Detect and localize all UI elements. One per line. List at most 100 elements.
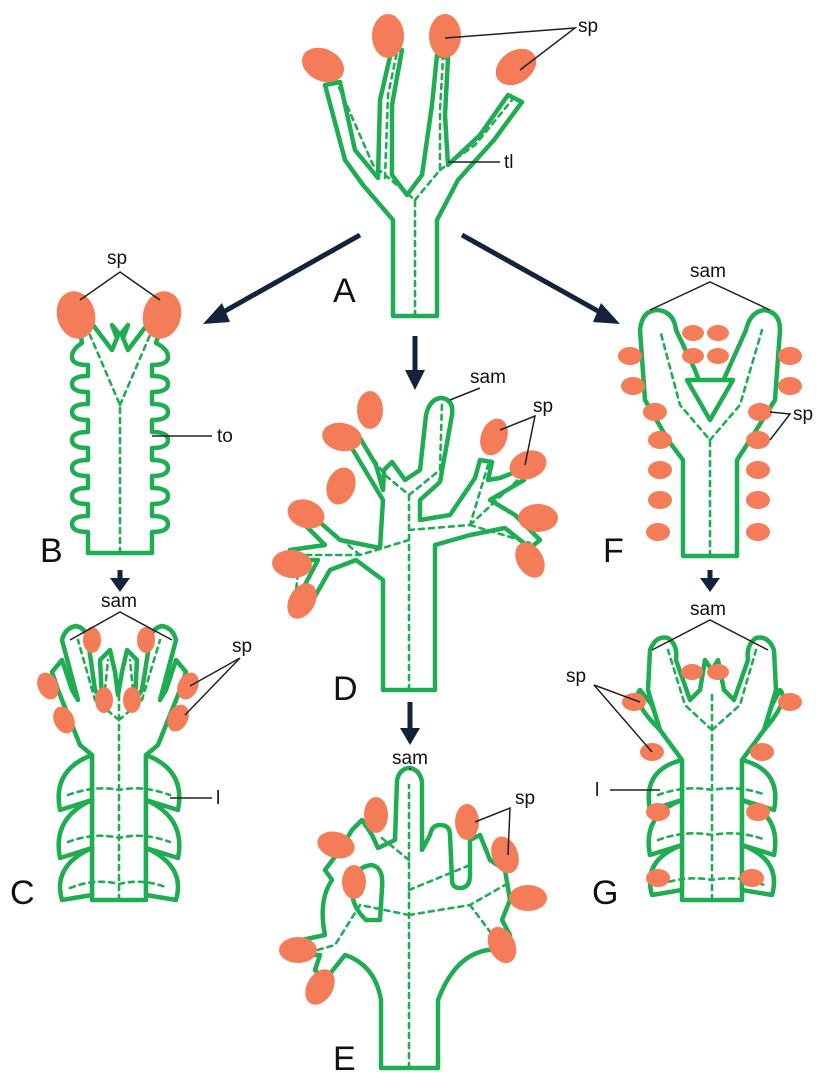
leader-e-sp — [474, 806, 511, 856]
panel-c-sporangium-7 — [177, 672, 199, 700]
leader-g-sam — [651, 619, 769, 651]
label-a-sp: sp — [578, 16, 598, 37]
transition-arrows — [110, 232, 720, 745]
panel-e-sporangium-8 — [509, 885, 547, 911]
panel-f-sporangium-r5 — [746, 461, 770, 479]
leader-g-sp — [593, 684, 653, 753]
panel-f-sporangium-r1 — [778, 347, 802, 365]
label-c-l: l — [216, 788, 220, 809]
panel-c-sporangium-8 — [167, 704, 189, 732]
panel-a-sporangium-1 — [301, 47, 345, 83]
panel-letter-b: B — [40, 532, 63, 570]
panel-c-sporangium-5 — [123, 687, 141, 713]
panel-e-sporangium-9 — [487, 926, 517, 964]
panel-f-sporangium-r4 — [746, 431, 770, 449]
annotations: sp tl sp to sam sp l sam sp sam sp sam s… — [101, 16, 813, 809]
panel-g-sporangium-10 — [740, 869, 764, 887]
panel-c-leaf-right-3 — [143, 845, 181, 903]
arrow-a-to-b — [216, 232, 362, 318]
label-g-sam: sam — [690, 599, 726, 620]
panel-d — [272, 391, 558, 693]
arrow-a-to-b-head — [203, 303, 230, 324]
panel-d-sporangium-1 — [357, 391, 383, 429]
panel-f-inner-notch — [684, 377, 736, 423]
panel-e-sporangium-4 — [279, 937, 317, 963]
leader-a-sp — [444, 27, 578, 71]
panel-a-sporangium-3 — [429, 14, 461, 58]
panel-b-sporangium-right — [142, 291, 182, 339]
label-e-sam: sam — [392, 748, 428, 769]
leader-f-sp — [769, 411, 792, 441]
panel-e-sporangium-7 — [491, 836, 519, 874]
panel-letter-d: D — [333, 670, 358, 708]
arrow-b-to-c-head — [110, 578, 130, 592]
panel-d-sporangium-6 — [287, 583, 317, 619]
panel-c-leaf-right-1 — [143, 752, 182, 813]
panel-g — [622, 635, 802, 903]
panel-c-leaf-left-2 — [56, 797, 95, 861]
panel-c-leaf-traces — [66, 787, 172, 890]
panel-f-vascular-strand — [658, 328, 764, 558]
label-d-sam: sam — [470, 367, 506, 388]
panel-g-sporangium-3 — [622, 693, 646, 711]
panel-f-sporangium-a2 — [707, 325, 729, 341]
panel-e-vascular-strand — [298, 783, 507, 1070]
panel-d-sporangium-7 — [480, 418, 508, 456]
panel-f-sporangium-r2 — [778, 377, 802, 395]
panel-c-sporangium-3 — [83, 627, 101, 653]
label-d-sp: sp — [533, 396, 553, 417]
panel-c-stem — [49, 623, 189, 903]
panel-d-sporangium-4 — [287, 499, 325, 529]
panel-d-sporangium-10 — [515, 542, 545, 578]
panel-f-sporangium-r7 — [746, 523, 770, 541]
panel-d-sporangium-9 — [518, 504, 558, 532]
panel-a-stem — [322, 45, 525, 319]
panel-f-sporangium-l2 — [621, 377, 645, 395]
panel-letter-a: A — [333, 272, 356, 310]
panel-c-leaf-left-3 — [57, 845, 95, 903]
panel-f-sporangium-a4 — [707, 348, 729, 364]
panel-c-sporangium-1 — [37, 672, 59, 700]
arrow-a-to-f-head — [593, 303, 620, 324]
panel-g-sporangium-2 — [707, 664, 729, 680]
panel-f-sporangium-l3 — [643, 403, 667, 421]
panel-g-sporangium-7 — [778, 693, 802, 711]
leader-b-sp — [79, 271, 161, 301]
panel-b-sporangium-left — [56, 291, 96, 339]
label-f-sam: sam — [690, 261, 726, 282]
panel-a-vascular-strand — [336, 50, 514, 318]
label-c-sam: sam — [101, 591, 137, 612]
leader-c-sam — [69, 611, 173, 641]
panel-g-leaf-left-2 — [646, 797, 685, 858]
leader-d-sp — [499, 414, 537, 466]
label-g-sp: sp — [566, 666, 586, 687]
panel-d-sporangium-5 — [272, 549, 312, 579]
panel-e — [279, 765, 547, 1071]
panel-d-sporangium-2 — [322, 422, 362, 452]
panel-e-sporangium-1 — [364, 797, 388, 833]
label-e-sp: sp — [515, 788, 535, 809]
panel-f-sporangium-l5 — [648, 461, 672, 479]
panel-e-sporangium-5 — [305, 969, 335, 1005]
panel-e-sporangium-6 — [455, 804, 479, 840]
label-c-sp: sp — [232, 636, 252, 657]
panel-g-sporangium-1 — [681, 664, 703, 680]
panel-a-sporangium-2 — [372, 14, 404, 58]
panel-g-leaf-right-1 — [739, 757, 778, 813]
panel-e-sporangium-3 — [342, 865, 366, 899]
panel-c — [37, 623, 199, 903]
panel-f — [618, 307, 802, 559]
leader-lines — [69, 27, 792, 856]
arrow-f-to-g-head — [700, 578, 720, 592]
leader-c-sp — [184, 657, 241, 716]
panel-g-sporangium-8 — [750, 743, 774, 761]
leader-d-sam — [449, 387, 481, 401]
panel-f-sporangium-l7 — [646, 523, 670, 541]
panel-a-sporangium-4 — [495, 48, 537, 86]
panel-d-sporangium-3 — [326, 467, 356, 505]
panel-f-sporangium-a3 — [682, 348, 704, 364]
panel-b — [56, 291, 182, 556]
panel-b-vascular-strand — [88, 333, 152, 555]
panel-f-sporangium-l4 — [648, 431, 672, 449]
